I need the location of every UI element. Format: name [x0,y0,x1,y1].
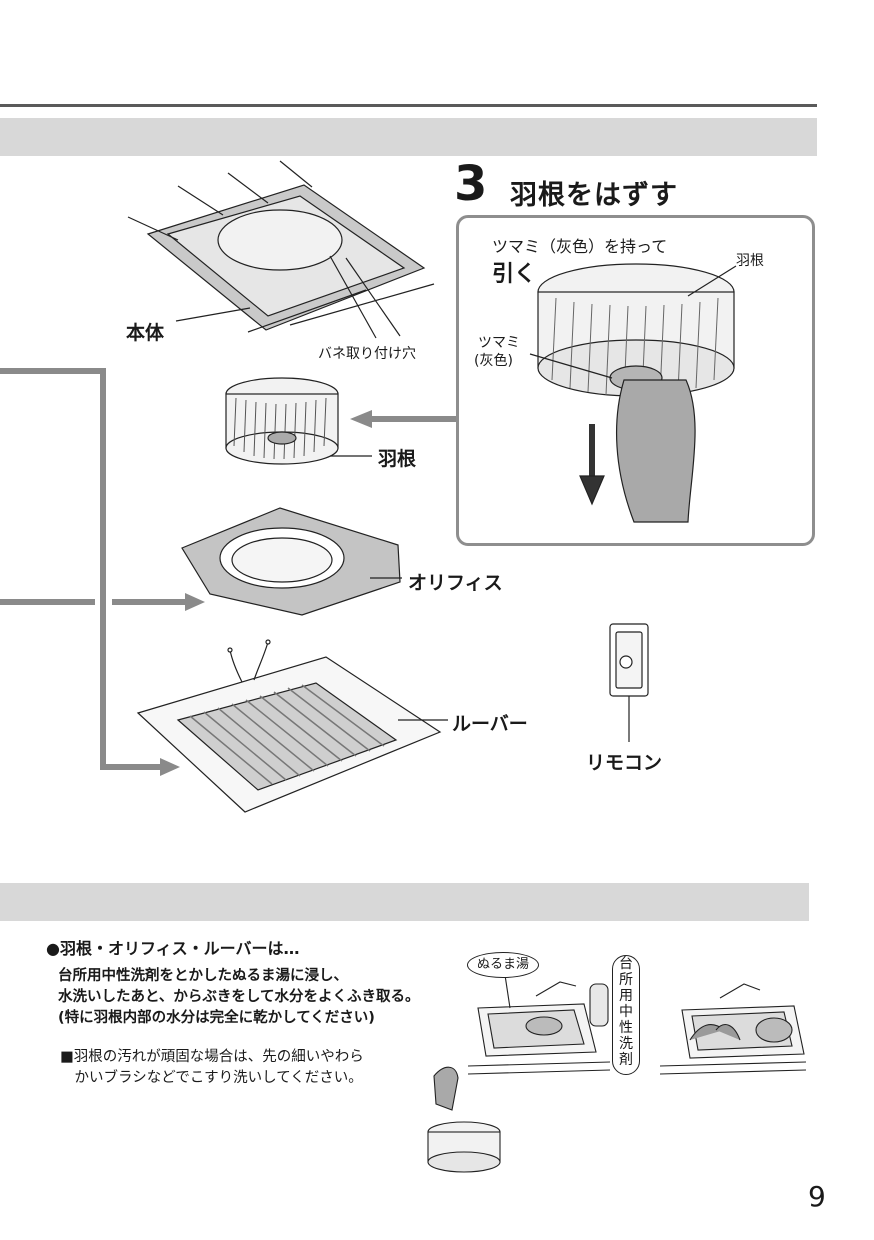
note-line-2: かいブラシなどでこすり洗いしてください。 [60,1070,363,1086]
label-louver: ルーバー [452,713,528,735]
louver-illustration [136,639,448,813]
detergent-char: 用 [619,988,633,1004]
warm-water-bubble: ぬるま湯 [467,952,539,978]
label-remote: リモコン [586,752,663,774]
body-unit-illustration [127,160,435,339]
top-rule [0,104,817,107]
label-orifice: オリフィス [408,572,503,594]
blade-illustration [225,377,372,465]
detergent-char: 性 [619,1020,633,1036]
section-header-band-cleaning [0,883,809,921]
orifice-illustration [181,507,402,616]
brush-blade-illustration [427,1066,501,1173]
detergent-char: 所 [619,972,633,988]
callout-box [456,215,815,546]
cleaning-line-2: 水洗いしたあと、からぶきをして水分をよくふき取る。 [58,989,420,1005]
callout-blade-label: 羽根 [736,253,764,269]
note-line-1: ■羽根の汚れが頑固な場合は、先の細いやわら [60,1049,364,1065]
callout-action: 引く [492,262,537,287]
step-title: 羽根をはずす [510,180,678,211]
detergent-char: 剤 [619,1052,633,1068]
cleaning-heading: ●羽根・オリフィス・ルーバーは… [46,939,300,958]
cleaning-line-3: (特に羽根内部の水分は完全に乾かしてください) [58,1010,375,1026]
flow-line-louver [0,368,160,770]
sink-illustration-right [659,983,807,1075]
detergent-char: 中 [619,1004,633,1020]
arrow-head-orifice [185,593,205,611]
section-header-band [0,118,817,156]
cleaning-line-1: 台所用中性洗剤をとかしたぬるま湯に浸し、 [58,968,348,984]
sink-illustration-left [467,974,611,1075]
blade-removal-illustration [529,263,737,523]
callout-knob-label-1: ツマミ [478,335,520,351]
arrow-head-louver [160,758,180,776]
remote-illustration [609,623,649,742]
detergent-char: 洗 [619,1036,633,1052]
step-number: 3 [454,156,488,212]
page-number: 9 [808,1180,826,1213]
callout-instruction: ツマミ（灰色）を持って [492,237,668,256]
callout-knob-label-2: (灰色) [474,353,513,369]
detergent-char: 台 [619,956,633,972]
label-body: 本体 [126,322,165,344]
detergent-label: 台 所 用 中 性 洗 剤 [612,955,640,1075]
label-blade: 羽根 [378,448,417,470]
arrow-head-blade [350,410,372,428]
label-spring-hole: バネ取り付け穴 [318,346,416,362]
